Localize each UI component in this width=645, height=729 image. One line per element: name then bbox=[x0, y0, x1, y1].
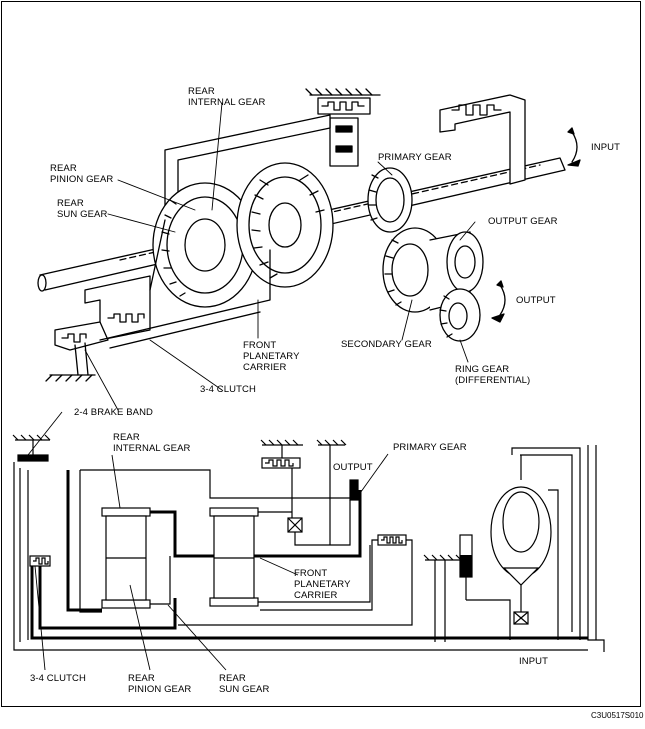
lower-leader-lines bbox=[27, 411, 389, 671]
label-primary-gear-lower: PRIMARY GEAR bbox=[393, 442, 467, 453]
schematic-input-section bbox=[178, 534, 511, 642]
label-primary-gear-upper: PRIMARY GEAR bbox=[378, 152, 452, 163]
upper-leader-lines bbox=[84, 102, 476, 411]
label-front-planetary-carrier-lower: FRONT PLANETARY CARRIER bbox=[294, 568, 351, 601]
label-front-planetary-carrier-upper: FRONT PLANETARY CARRIER bbox=[243, 340, 300, 373]
label-output-upper: OUTPUT bbox=[516, 295, 556, 306]
schematic-rear-planetary bbox=[66, 469, 362, 613]
front-planetary bbox=[236, 162, 334, 288]
label-34-clutch-upper: 3-4 CLUTCH bbox=[200, 384, 256, 395]
schematic-output-primary bbox=[261, 445, 359, 546]
primary-gear-part bbox=[367, 167, 413, 233]
label-rear-internal-gear-lower: REAR INTERNAL GEAR bbox=[113, 432, 191, 454]
label-rear-internal-gear-upper: REAR INTERNAL GEAR bbox=[188, 86, 266, 108]
label-rear-sun-gear-upper: REAR SUN GEAR bbox=[57, 198, 108, 220]
input-housing bbox=[439, 94, 526, 185]
schematic-front-planetary bbox=[209, 507, 371, 607]
ring-gear-part bbox=[439, 288, 481, 342]
label-rear-sun-gear-lower: REAR SUN GEAR bbox=[219, 673, 270, 695]
label-input-upper: INPUT bbox=[591, 142, 620, 153]
label-rear-pinion-gear-upper: REAR PINION GEAR bbox=[50, 163, 114, 185]
label-34-clutch-lower: 3-4 CLUTCH bbox=[30, 673, 86, 684]
schematic-brake-band bbox=[13, 440, 588, 651]
label-rear-pinion-gear-lower: REAR PINION GEAR bbox=[128, 673, 192, 695]
label-24-brake-band-upper: 2-4 BRAKE BAND bbox=[74, 407, 154, 418]
label-ring-gear-upper: RING GEAR (DIFFERENTIAL) bbox=[455, 364, 531, 386]
figure-code: C3U0517S010 bbox=[591, 711, 644, 720]
link-rods bbox=[99, 219, 271, 349]
label-secondary-gear-upper: SECONDARY GEAR bbox=[341, 339, 432, 350]
schematic-torque-converter bbox=[490, 445, 605, 652]
clutch-brake-assembly bbox=[45, 275, 151, 382]
ground-hatch-top bbox=[305, 88, 381, 167]
rear-drum bbox=[152, 114, 331, 308]
rotation-arrows bbox=[491, 127, 581, 323]
label-output-gear-upper: OUTPUT GEAR bbox=[488, 216, 558, 227]
schematic-ground-hatches bbox=[12, 434, 462, 561]
output-gear-cluster bbox=[382, 227, 484, 313]
diagram-frame bbox=[1, 1, 641, 707]
label-output-lower: OUTPUT bbox=[333, 462, 373, 473]
label-input-lower: INPUT bbox=[519, 656, 548, 667]
